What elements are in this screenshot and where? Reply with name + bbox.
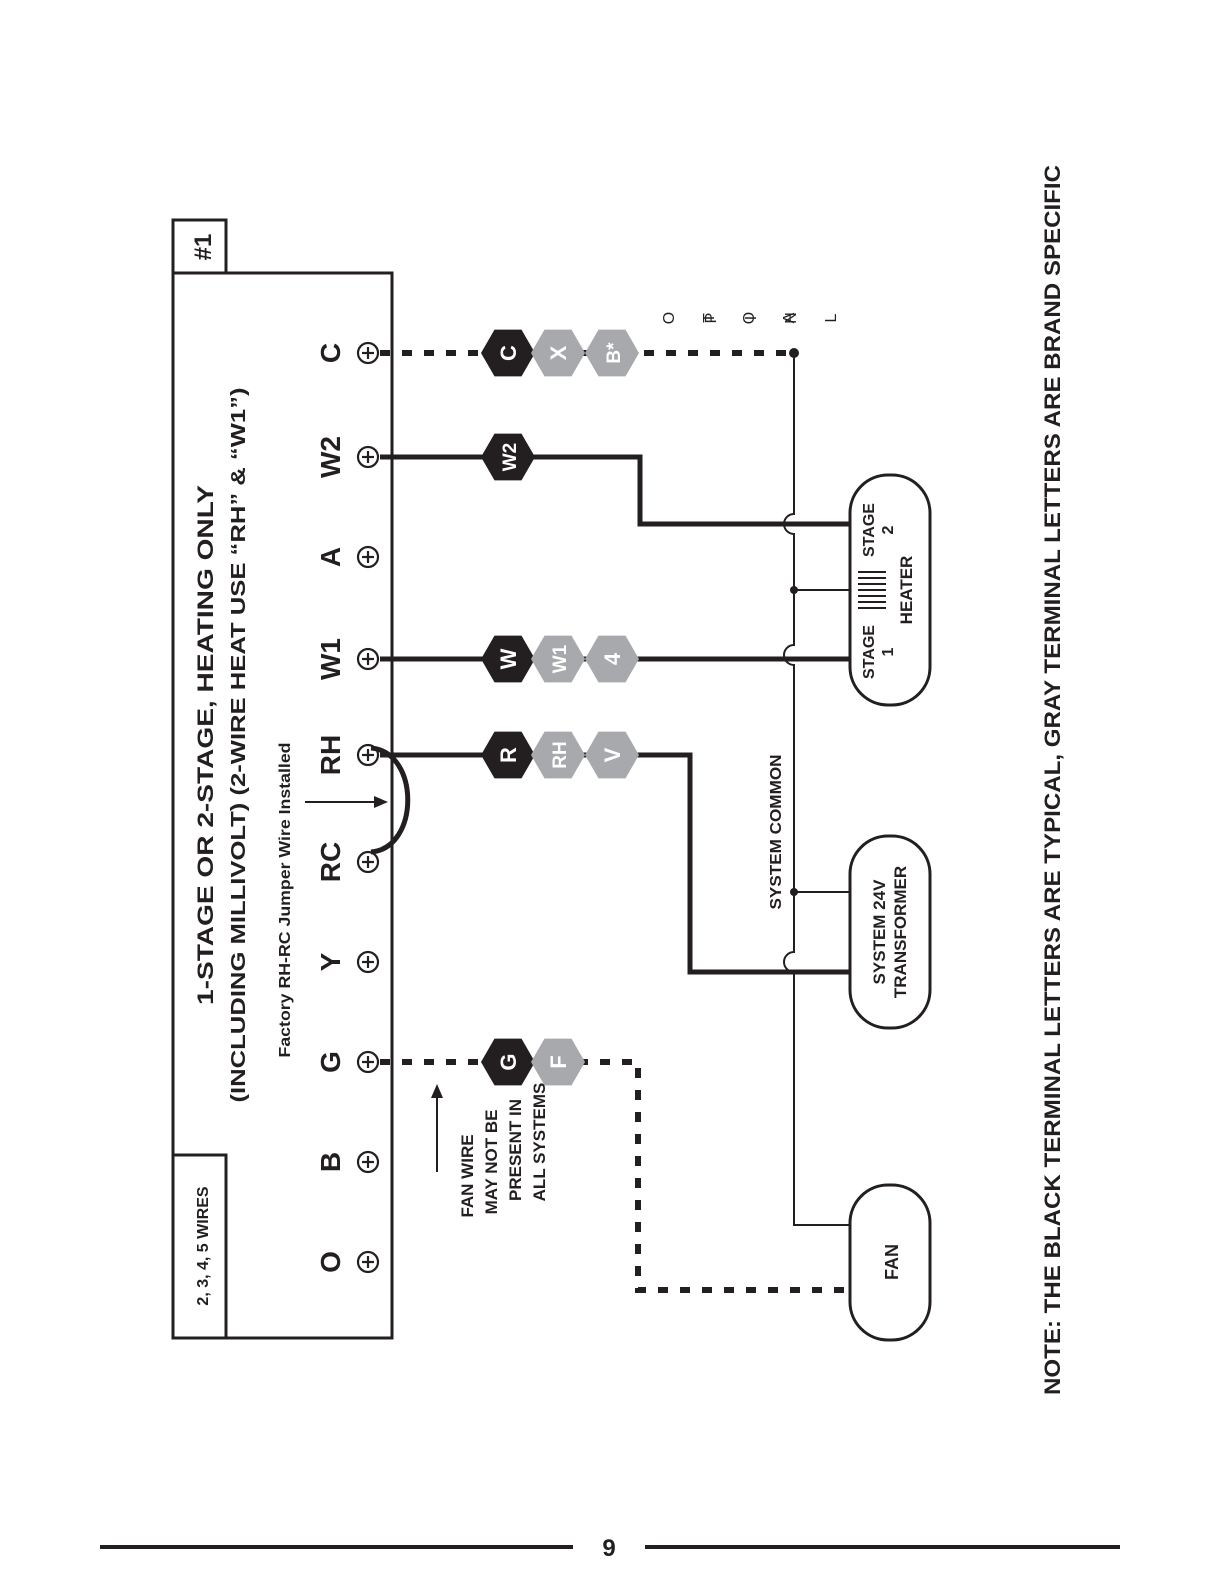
wire-tag-rh-0: R	[481, 731, 535, 779]
fan-label: FAN	[882, 1244, 902, 1280]
wire-tag-w1-2: 4	[585, 635, 639, 683]
optional-letter: L	[823, 313, 840, 322]
terminal-label-rh: RH	[315, 735, 346, 775]
system-common-wire	[783, 353, 860, 1226]
wire-tag-w1-1: W1	[531, 635, 585, 683]
wire-tag-c-2: B*	[585, 329, 639, 377]
terminal-screw-a[interactable]	[356, 545, 380, 569]
wire-tag-g-1: F	[531, 1038, 585, 1086]
thermostat-box	[171, 218, 394, 1340]
wire-tag-label: W1	[550, 644, 571, 673]
page-number: 9	[602, 1535, 615, 1562]
transformer-label-line1: SYSTEM 24V	[870, 879, 889, 985]
terminal-label-w1: W1	[315, 638, 346, 680]
jumper-note: Factory RH-RC Jumper Wire Installed	[277, 743, 294, 1058]
wire-tag-label: 4	[600, 652, 625, 665]
wire-tag-label: F	[546, 1055, 571, 1068]
w2-wire	[380, 454, 860, 527]
optional-letter: I	[743, 316, 760, 320]
optional-letter: N	[783, 312, 800, 324]
wire-count-label: 2, 3, 4, 5 WIRES	[195, 1186, 212, 1305]
wire-tag-g-0: G	[481, 1038, 535, 1086]
terminal-label-a: A	[315, 547, 346, 567]
optional-letter: T	[701, 313, 718, 323]
fan-device: FAN	[848, 1183, 932, 1342]
wire-tag-label: X	[546, 345, 571, 360]
heater-label: HEATER	[897, 556, 916, 625]
wire-tag-label: W	[496, 648, 521, 669]
page-footer: 9	[100, 1535, 1120, 1562]
wire-tag-c-0: C	[481, 329, 535, 377]
stage1-label-line2: 1	[880, 647, 897, 656]
terminal-screw-o[interactable]	[356, 1250, 380, 1274]
wire-tag-label: V	[600, 747, 625, 762]
wire-tag-label: RH	[550, 741, 571, 768]
terminal-label-w2: W2	[315, 436, 346, 478]
terminal-label-g: G	[315, 1051, 346, 1073]
stage2-label-line1: STAGE	[861, 503, 878, 557]
fan-wire-dashed	[380, 1059, 860, 1293]
wire-tag-label: C	[496, 345, 521, 361]
terminal-screw-w2[interactable]	[356, 445, 380, 469]
fan-note-line1: FAN WIRE	[458, 1134, 477, 1217]
wire-tag-label: W2	[500, 443, 521, 472]
junction-dot-heater	[790, 586, 798, 594]
optional-letter: P	[703, 313, 720, 324]
terminal-label-b: B	[315, 1152, 346, 1172]
wire-tag-w1-0: W	[481, 635, 535, 683]
fan-note: FAN WIRE MAY NOT BE PRESENT IN ALL SYSTE…	[458, 1083, 549, 1218]
wire-tag-label: G	[496, 1053, 521, 1070]
transformer-label-line2: TRANSFORMER	[891, 866, 910, 998]
jumper-arrow	[305, 796, 388, 808]
terminal-label-rc: RC	[315, 842, 346, 882]
heater-device: HEATER STAGE 1 STAGE 2	[848, 473, 932, 707]
optional-letter: O	[661, 312, 678, 324]
fan-note-line2: MAY NOT BE	[482, 1110, 501, 1215]
stage1-label-line1: STAGE	[861, 625, 878, 679]
terminal-label-y: Y	[315, 952, 346, 971]
wire-tags: G F R RH V W W1 4 W2 C X B*	[481, 329, 639, 1086]
terminal-screw-g[interactable]	[356, 1050, 380, 1074]
wire-tag-label: R	[496, 747, 521, 763]
transformer-device: SYSTEM 24V TRANSFORMER	[848, 834, 932, 1030]
fan-note-line3: PRESENT IN	[506, 1099, 525, 1201]
terminal-screw-rc[interactable]	[356, 850, 380, 874]
title-line1: 1-STAGE OR 2-STAGE, HEATING ONLY	[193, 485, 218, 1005]
wire-tag-w2-0: W2	[481, 433, 535, 481]
terminal-label-o: O	[315, 1251, 346, 1273]
terminal-screw-c[interactable]	[356, 341, 380, 365]
wire-tag-c-1: X	[531, 329, 585, 377]
fan-note-arrow	[431, 1084, 443, 1172]
terminal-screw-b[interactable]	[356, 1150, 380, 1174]
terminal-label-c: C	[315, 343, 346, 363]
terminal-screw-w1[interactable]	[356, 647, 380, 671]
title-line2: (INCLUDING MILLIVOLT) (2-WIRE HEAT USE “…	[228, 388, 250, 1103]
wire-tag-rh-2: V	[585, 731, 639, 779]
system-common-label: SYSTEM COMMON	[768, 755, 785, 910]
wire-tag-label: B*	[604, 342, 625, 364]
optional-letter: A	[781, 312, 798, 323]
wire-tag-rh-1: RH	[531, 731, 585, 779]
rh-wire	[380, 752, 860, 975]
diagram-number: #1	[190, 234, 217, 261]
brand-note: NOTE: THE BLACK TERMINAL LETTERS ARE TYP…	[1040, 165, 1065, 1395]
terminal-labels: O B G Y RC RH W1 A W2 C	[315, 343, 346, 1273]
heater-element-lines	[858, 571, 886, 609]
junction-dot-c	[789, 348, 799, 358]
stage2-label-line2: 2	[880, 525, 897, 534]
junction-dot-transformer	[790, 888, 798, 896]
terminal-screw-y[interactable]	[356, 950, 380, 974]
optional-letter: O	[741, 312, 758, 324]
fan-note-line4: ALL SYSTEMS	[530, 1083, 549, 1202]
